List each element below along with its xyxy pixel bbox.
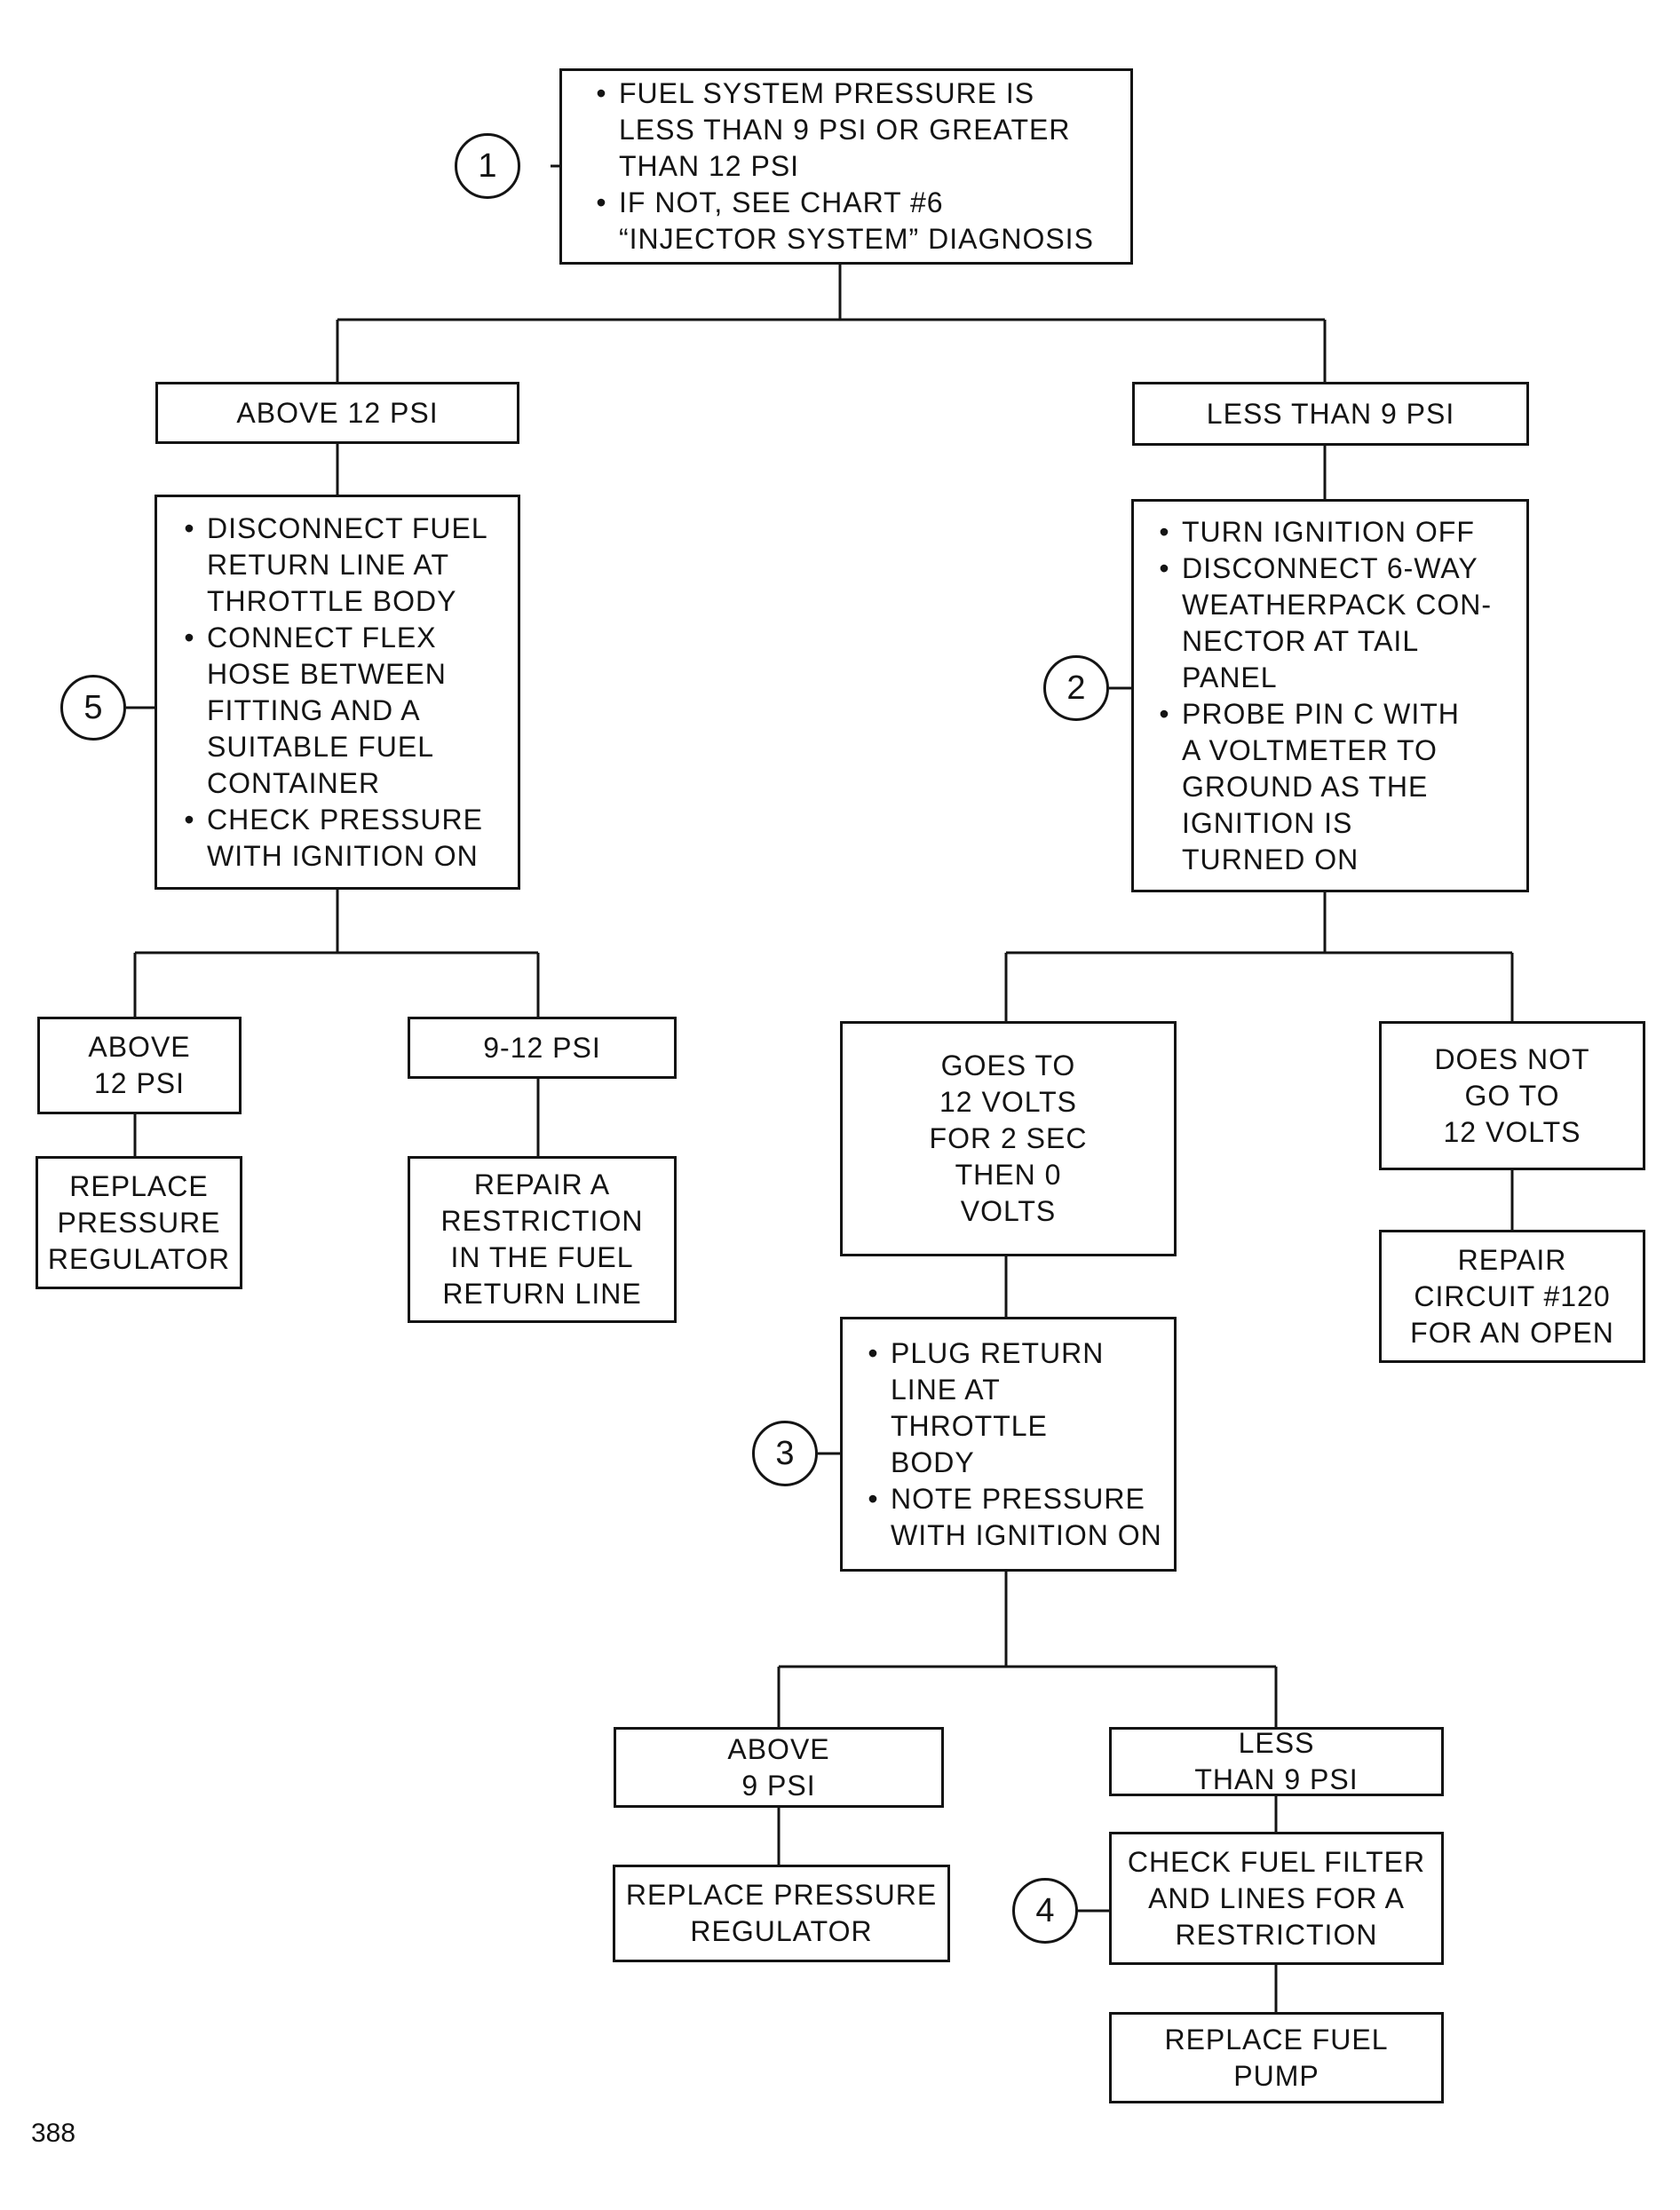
step-number-5: 5 <box>60 675 126 741</box>
goes-to-12-volts-box: GOES TO 12 VOLTS FOR 2 SEC THEN 0 VOLTS <box>840 1021 1177 1256</box>
step-number-4: 4 <box>1012 1878 1078 1944</box>
less-than-9-psi-result: LESS THAN 9 PSI <box>1109 1727 1444 1796</box>
step-number-1: 1 <box>455 133 520 199</box>
9-12-psi-result: 9-12 PSI <box>408 1017 677 1079</box>
bullet-item: • FUEL SYSTEM PRESSURE IS LESS THAN 9 PS… <box>596 77 1071 182</box>
step-3-box: • PLUG RETURN LINE AT THROTTLE BODY • NO… <box>840 1317 1177 1572</box>
start-check-list: • FUEL SYSTEM PRESSURE IS LESS THAN 9 PS… <box>583 75 1130 257</box>
bullet-item: • CHECK PRESSURE WITH IGNITION ON <box>184 803 483 872</box>
repair-circuit-box: REPAIR CIRCUIT #120 FOR AN OPEN <box>1379 1230 1645 1363</box>
step-number-2: 2 <box>1043 655 1109 721</box>
above-12-psi-result: ABOVE 12 PSI <box>37 1017 242 1114</box>
above-9-psi-result: ABOVE 9 PSI <box>614 1727 944 1808</box>
bullet-item: • PROBE PIN C WITH A VOLTMETER TO GROUND… <box>1159 697 1460 875</box>
does-not-go-to-12-volts-box: DOES NOT GO TO 12 VOLTS <box>1379 1021 1645 1170</box>
bullet-item: • TURN IGNITION OFF <box>1159 515 1475 548</box>
step-5-list: • DISCONNECT FUEL RETURN LINE AT THROTTL… <box>171 511 518 875</box>
step-2-box: • TURN IGNITION OFF • DISCONNECT 6-WAY W… <box>1131 499 1529 892</box>
replace-pressure-regulator-box-2: REPLACE PRESSURE REGULATOR <box>613 1865 950 1962</box>
page-number: 388 <box>31 2119 76 2148</box>
bullet-item: • DISCONNECT FUEL RETURN LINE AT THROTTL… <box>184 511 488 617</box>
step-3-list: • PLUG RETURN LINE AT THROTTLE BODY • NO… <box>855 1335 1174 1554</box>
bullet-item: • IF NOT, SEE CHART #6 “INJECTOR SYSTEM”… <box>596 186 1094 255</box>
repair-restriction-box: REPAIR A RESTRICTION IN THE FUEL RETURN … <box>408 1156 677 1323</box>
less-than-9-psi-label: LESS THAN 9 PSI <box>1132 382 1529 446</box>
replace-pressure-regulator-box: REPLACE PRESSURE REGULATOR <box>36 1156 242 1289</box>
bullet-item: • NOTE PRESSURE WITH IGNITION ON <box>868 1482 1162 1551</box>
start-check-box: • FUEL SYSTEM PRESSURE IS LESS THAN 9 PS… <box>559 68 1133 265</box>
step-5-box: • DISCONNECT FUEL RETURN LINE AT THROTTL… <box>155 495 520 890</box>
above-12-psi-label: ABOVE 12 PSI <box>155 382 519 444</box>
step-number-3: 3 <box>752 1421 818 1486</box>
bullet-item: • PLUG RETURN LINE AT THROTTLE BODY <box>868 1336 1105 1478</box>
check-fuel-filter-box: CHECK FUEL FILTER AND LINES FOR A RESTRI… <box>1109 1832 1444 1965</box>
step-2-list: • TURN IGNITION OFF • DISCONNECT 6-WAY W… <box>1146 514 1526 878</box>
bullet-item: • DISCONNECT 6-WAY WEATHERPACK CON- NECT… <box>1159 551 1493 693</box>
bullet-item: • CONNECT FLEX HOSE BETWEEN FITTING AND … <box>184 621 447 799</box>
replace-fuel-pump-box: REPLACE FUEL PUMP <box>1109 2012 1444 2103</box>
